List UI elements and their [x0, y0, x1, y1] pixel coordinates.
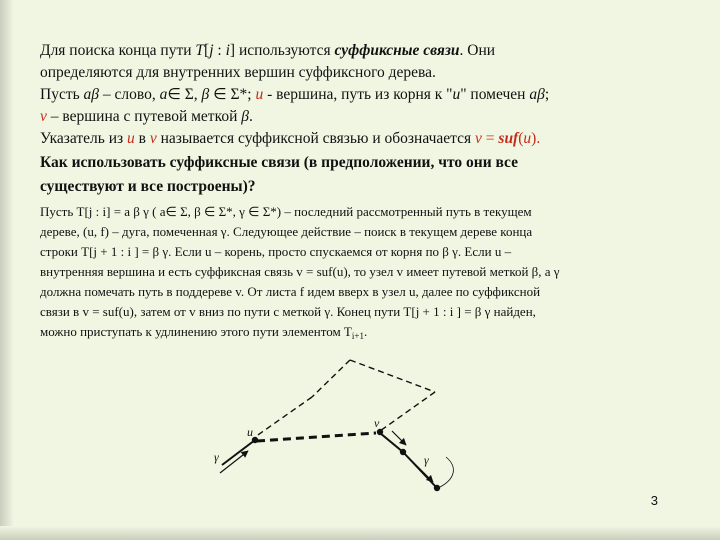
- formula: ).: [531, 130, 541, 147]
- slide-shadow-bottom: [0, 526, 720, 540]
- text: – вершина с путевой меткой: [46, 108, 242, 125]
- paragraph-line-5: Указатель из u в v называется суффиксной…: [40, 128, 680, 150]
- dashed-edge: [349, 359, 436, 393]
- paragraph-line-2: определяются для внутренних вершин суффи…: [40, 64, 436, 81]
- edge-u-f: [221, 439, 256, 466]
- vertex-v: v: [40, 108, 47, 125]
- vertex-v: v: [149, 130, 157, 147]
- explanation: Пусть T[j : i] = a β γ ( a∈ Σ, β ∈ Σ*, γ…: [40, 202, 680, 346]
- text: Указатель из: [40, 130, 128, 147]
- text: ∈ Σ,: [167, 86, 202, 103]
- text: i: [225, 42, 230, 59]
- text: ;: [544, 86, 550, 103]
- text: можно приступать к удлинению этого пути …: [40, 324, 352, 339]
- text: :: [213, 42, 226, 59]
- arc: [439, 456, 454, 488]
- dashed-edge: [311, 359, 351, 398]
- formula: =: [481, 130, 499, 147]
- edge-v-down: [379, 432, 404, 453]
- arrow: [219, 450, 249, 474]
- arrow: [391, 430, 407, 446]
- vertex-u: u: [127, 130, 135, 147]
- text: [: [204, 42, 210, 59]
- formula: u: [523, 130, 532, 147]
- explanation-line-1: Пусть T[j : i] = a β γ ( a∈ Σ, β ∈ Σ*, γ…: [40, 204, 532, 219]
- text: ∈ Σ*;: [209, 86, 256, 103]
- formula: (: [518, 130, 524, 147]
- text: a: [159, 86, 168, 103]
- node-u: [251, 436, 259, 444]
- text: . Они: [459, 42, 496, 59]
- text: β: [201, 86, 210, 103]
- text: ] используются: [229, 42, 335, 59]
- slide-body: Для поиска конца пути T[j : i] использую…: [40, 40, 680, 346]
- subscript: i+1: [351, 331, 364, 341]
- text: T: [195, 42, 205, 59]
- formula: suf: [498, 130, 519, 147]
- dashed-edge: [254, 396, 313, 438]
- text: β: [241, 108, 249, 125]
- node: [433, 484, 441, 492]
- explanation-line-2: дереве, (u, f) – дуга, помеченная γ. Сле…: [40, 224, 533, 239]
- formula: v: [475, 130, 482, 147]
- paragraph-line-4: v – вершина с путевой меткой β.: [40, 106, 680, 128]
- text: – слово,: [99, 86, 160, 103]
- suffix-tree-diagram: u v γ γ: [214, 359, 454, 492]
- text: - вершина, путь из корня к ": [263, 86, 453, 103]
- explanation-line-4: внутренняя вершина и есть суффиксная свя…: [40, 264, 560, 279]
- page-number: 3: [650, 493, 658, 508]
- text: .: [363, 324, 368, 339]
- question-line-1: Как использовать суффиксные связи (в пре…: [40, 154, 519, 171]
- text: .: [248, 108, 253, 125]
- node-v: [376, 428, 384, 436]
- explanation-line-7: можно приступать к удлинению этого пути …: [40, 322, 680, 346]
- text: j: [209, 42, 214, 59]
- explanation-line-6: связи в v = suf(u), затем от v вниз по п…: [40, 304, 536, 319]
- text: Для поиска конца пути: [40, 42, 196, 59]
- text: " помечен: [460, 86, 530, 103]
- slide-shadow-left: [0, 0, 14, 540]
- suffix-link: [256, 431, 377, 443]
- explanation-line-3: строки T[j + 1 : i ] = β γ. Если u – кор…: [40, 244, 512, 259]
- text: u: [452, 86, 461, 103]
- explanation-line-5: должна помечать путь в поддереве v. От л…: [40, 284, 541, 299]
- node: [399, 448, 407, 456]
- text: в: [134, 130, 150, 147]
- text: aβ: [529, 86, 545, 103]
- question-line-2: существуют и все построены)?: [40, 178, 256, 195]
- term-suffix-links: суффиксные связи: [334, 42, 460, 59]
- label-u: u: [247, 425, 253, 439]
- text: называется суффиксной связью и обозначае…: [156, 130, 476, 147]
- vertex-u: u: [255, 86, 264, 103]
- text: aβ: [83, 86, 100, 103]
- paragraph-line-3: Пусть aβ – слово, a∈ Σ, β ∈ Σ*; u - верш…: [40, 84, 680, 106]
- paragraph-line-1: Для поиска конца пути T[j : i] использую…: [40, 40, 680, 62]
- label-gamma: γ: [214, 450, 219, 464]
- label-v: v: [374, 416, 380, 430]
- dashed-edge: [379, 391, 436, 432]
- label-gamma: γ: [424, 453, 429, 467]
- arrow: [407, 456, 434, 483]
- text: Пусть: [40, 86, 84, 103]
